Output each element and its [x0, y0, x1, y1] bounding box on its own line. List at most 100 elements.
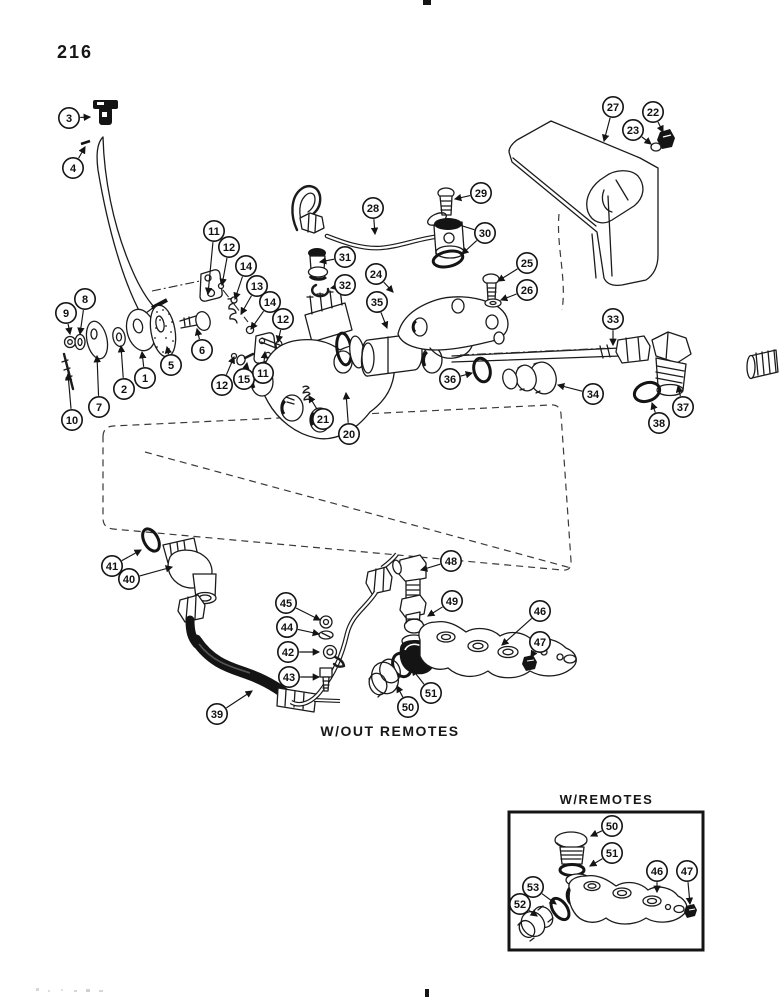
callout-main-48: 48: [419, 549, 462, 572]
scan-artifacts: [36, 0, 431, 997]
callout-main-51: 51: [411, 668, 442, 704]
cover-bolt: [482, 273, 502, 308]
roll-pin: [80, 139, 91, 146]
callout-main-50: 50: [396, 685, 419, 718]
rod-end-nut: [615, 335, 651, 364]
callout-main-37: 37: [671, 384, 694, 418]
svg-text:44: 44: [281, 622, 294, 634]
svg-text:25: 25: [521, 258, 533, 270]
cover-plate: [508, 120, 675, 286]
washer: [484, 298, 502, 308]
svg-text:31: 31: [339, 252, 351, 264]
callout-main-38: 38: [647, 401, 670, 434]
detent-ball: [230, 296, 238, 304]
svg-text:50: 50: [606, 821, 618, 833]
callout-main-26: 26: [499, 278, 538, 302]
callout-main-32: 32: [329, 273, 356, 296]
svg-text:39: 39: [211, 709, 223, 721]
callout-main-30: 30: [451, 221, 496, 255]
svg-text:14: 14: [240, 261, 253, 273]
callout-main-3: 3: [57, 107, 92, 130]
callout-main-5: 5: [160, 345, 183, 376]
svg-text:12: 12: [223, 242, 235, 254]
svg-text:4: 4: [70, 163, 77, 175]
steel-pipe: [289, 552, 399, 707]
svg-text:15: 15: [238, 374, 250, 386]
callout-main-4: 4: [61, 146, 86, 180]
svg-text:13: 13: [251, 281, 263, 293]
svg-text:9: 9: [63, 308, 69, 320]
svg-text:29: 29: [475, 188, 487, 200]
svg-text:12: 12: [277, 314, 289, 326]
callout-main-39: 39: [206, 690, 253, 725]
inset-caption: W/REMOTES: [559, 792, 654, 807]
svg-text:42: 42: [282, 647, 294, 659]
return-elbow: [141, 527, 217, 605]
svg-text:30: 30: [479, 228, 491, 240]
callout-main-46: 46: [501, 599, 551, 646]
banjo-fitting: [427, 187, 465, 269]
inset-plug-52: [517, 905, 554, 942]
callout-main-14: 14: [250, 290, 281, 330]
callout-main-9: 9: [54, 301, 77, 336]
callout-main-22: 22: [641, 101, 664, 134]
callout-main-1: 1: [134, 350, 157, 389]
svg-text:3: 3: [66, 113, 72, 125]
washer-small: [112, 326, 126, 348]
clamp-hardware: [318, 615, 346, 692]
valve-top-cover: [397, 296, 509, 359]
castle-nut: [63, 335, 77, 349]
callout-main-45: 45: [274, 591, 322, 621]
svg-text:50: 50: [402, 702, 414, 714]
callout-inset-53: 53: [521, 875, 557, 905]
callout-main-12: 12: [271, 307, 294, 344]
callout-main-11: 11: [252, 350, 275, 384]
svg-text:51: 51: [425, 688, 437, 700]
callout-main-28: 28: [361, 197, 384, 236]
elbow-fitting: [632, 331, 779, 404]
inset-plug-50: [554, 831, 588, 865]
friction-plate: [85, 320, 109, 360]
svg-text:35: 35: [371, 297, 383, 309]
phantom-panel-outline: [102, 213, 572, 571]
manifold-casting: [418, 620, 577, 679]
tube-nut: [365, 566, 393, 595]
callout-main-49: 49: [427, 589, 463, 617]
callout-main-33: 33: [601, 307, 624, 347]
control-rod: [451, 335, 651, 364]
callout-main-10: 10: [60, 372, 83, 431]
pin: [217, 282, 225, 290]
mount-tab: [586, 170, 644, 224]
svg-text:36: 36: [444, 374, 456, 386]
svg-text:48: 48: [445, 556, 457, 568]
svg-text:1: 1: [142, 373, 148, 385]
svg-text:43: 43: [283, 672, 295, 684]
callout-main-13: 13: [240, 274, 269, 315]
svg-text:38: 38: [653, 418, 665, 430]
control-lever: [80, 100, 201, 352]
callout-main-2: 2: [113, 344, 136, 400]
hose-nut: [177, 594, 206, 623]
svg-text:52: 52: [514, 899, 526, 911]
svg-text:26: 26: [521, 285, 533, 297]
svg-text:34: 34: [587, 389, 600, 401]
callout-main-36: 36: [438, 367, 474, 390]
svg-text:40: 40: [123, 574, 135, 586]
threaded-rod: [62, 352, 75, 391]
friction-disc-stack: [61, 304, 211, 391]
hydraulic-hose: [177, 594, 341, 713]
callout-main-11: 11: [203, 220, 226, 296]
nut: [319, 615, 333, 629]
svg-text:28: 28: [367, 203, 379, 215]
callout-inset-46: 46: [645, 859, 668, 894]
o-ring: [472, 356, 492, 384]
clamp-bolt-head: [319, 667, 333, 678]
svg-text:49: 49: [446, 596, 458, 608]
svg-text:47: 47: [534, 637, 546, 649]
plug-and-oring: [472, 356, 557, 395]
callout-main-15: 15: [233, 361, 256, 390]
callout-main-14: 14: [233, 255, 258, 301]
callout-inset-50: 50: [589, 814, 623, 837]
